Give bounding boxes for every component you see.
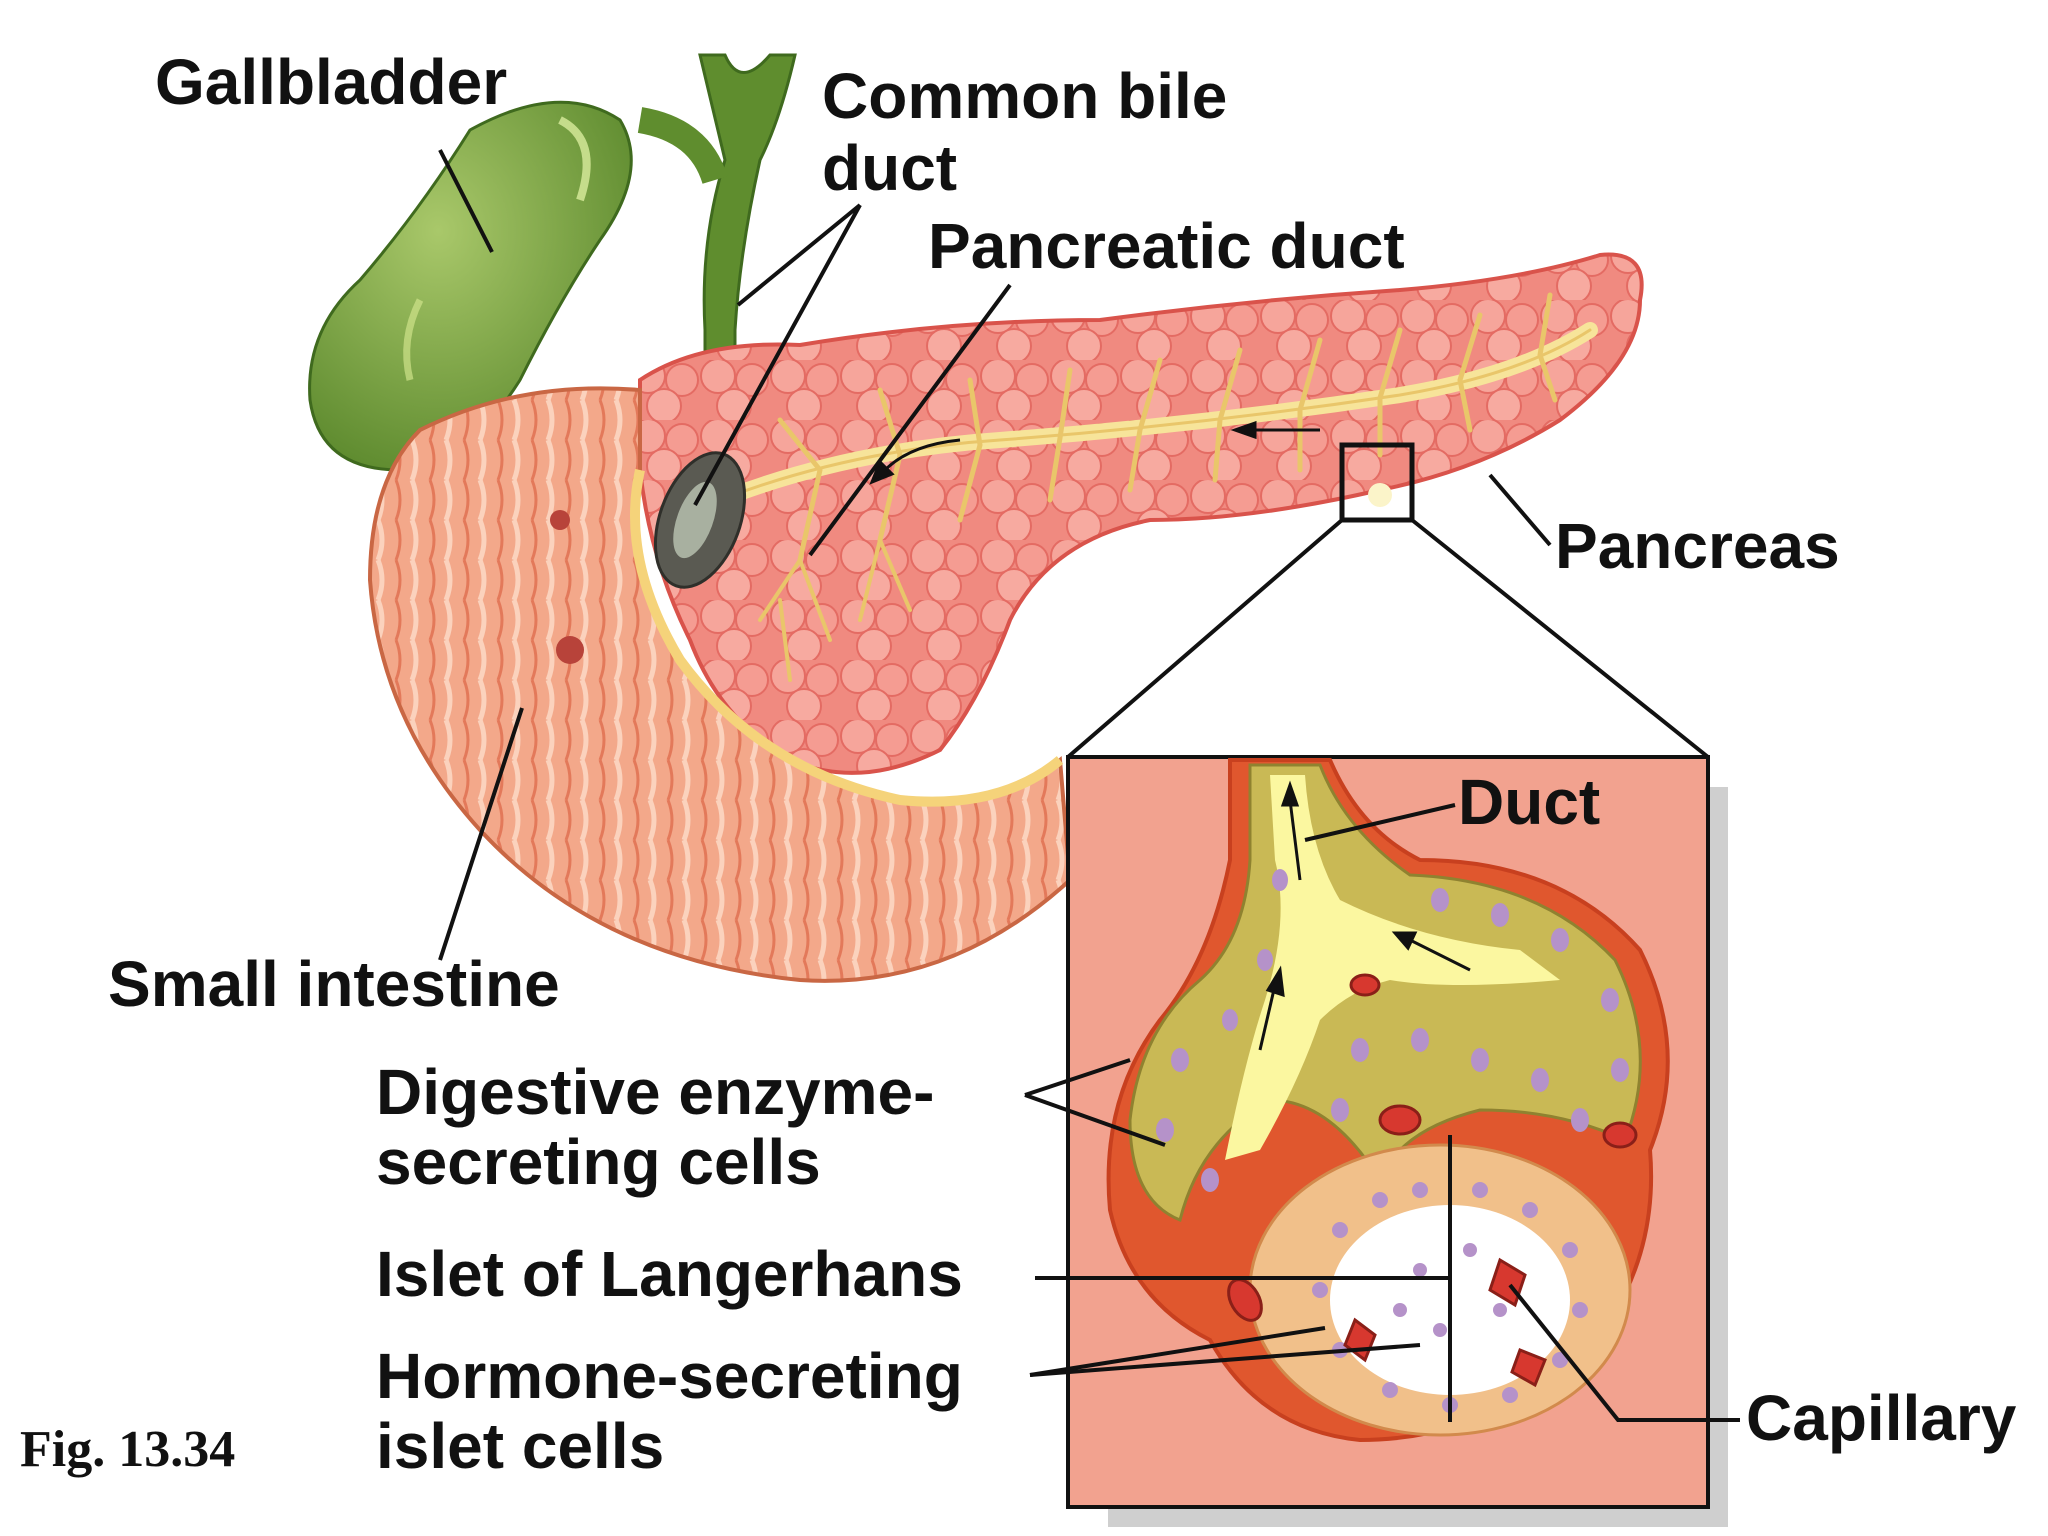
label-capillary: Capillary: [1746, 1382, 2017, 1454]
small-intestine-shape: [367, 386, 1073, 983]
label-small-intestine: Small intestine: [108, 948, 560, 1020]
label-hormone-cells-line1: Hormone-secreting: [376, 1340, 963, 1412]
flow-arrows: [869, 420, 1471, 1051]
pancreatic-duct-shape: [712, 292, 1598, 682]
label-hormone-cells-line2: islet cells: [376, 1410, 665, 1482]
label-common-bile-duct-line2: duct: [822, 132, 958, 204]
label-pancreatic-duct: Pancreatic duct: [928, 210, 1405, 282]
label-pancreas: Pancreas: [1555, 510, 1840, 582]
label-gallbladder: Gallbladder: [155, 46, 508, 118]
figure-caption: Fig. 13.34: [20, 1421, 236, 1478]
gallbladder-shape: [308, 100, 633, 472]
label-islet-of-langerhans: Islet of Langerhans: [376, 1238, 963, 1310]
label-digestive-cells-line2: secreting cells: [376, 1126, 821, 1198]
label-duct: Duct: [1458, 766, 1601, 838]
zoom-box: [1339, 442, 1415, 523]
bile-duct-shape: [637, 53, 797, 432]
label-digestive-cells-line1: Digestive enzyme-: [376, 1056, 935, 1128]
leader-lines: [438, 149, 1740, 1422]
label-common-bile-duct-line1: Common bile: [822, 60, 1228, 132]
